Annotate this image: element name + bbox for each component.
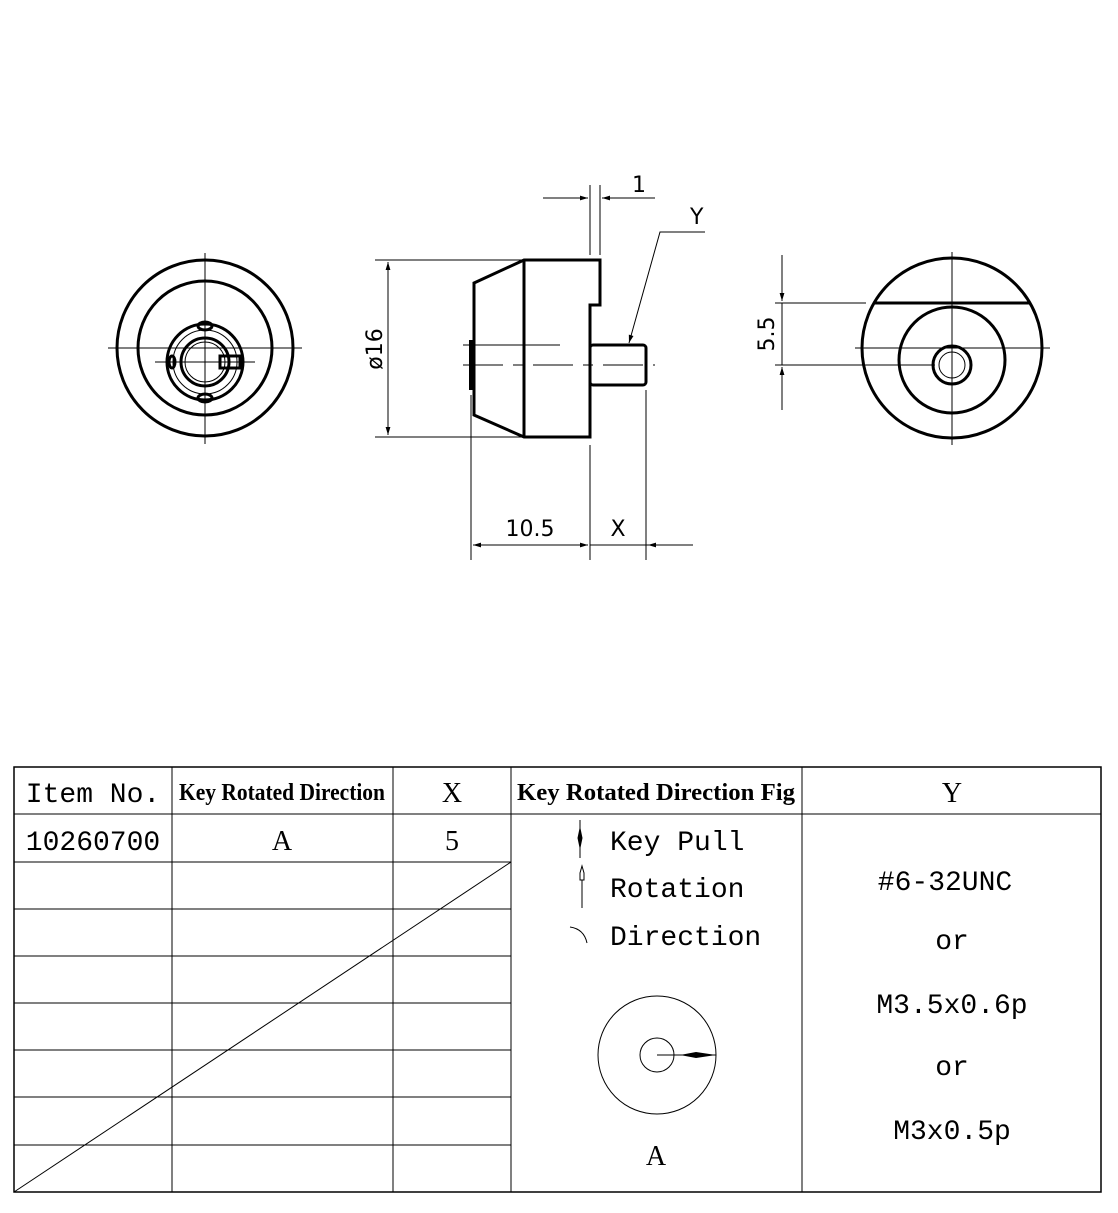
rotation-icon [579,864,585,881]
step-dimension: 1 [632,173,646,198]
front-view [108,253,302,444]
header-key-rotated-direction: Key Rotated Direction [179,780,385,806]
cell-direction: A [272,826,293,857]
diameter-dimension: ø16 [363,328,388,369]
header-x: X [442,778,462,809]
offset-dimension: 5.5 [755,317,780,352]
legend-direction: Direction [610,923,761,954]
cell-item-no: 10260700 [26,828,160,859]
side-view: ø16 1 Y 10.5 X [363,173,705,560]
header-y: Y [942,778,962,809]
length-dimension: 10.5 [506,517,555,542]
thread-label-y: Y [689,205,704,230]
header-key-rotated-direction-fig: Key Rotated Direction Fig [517,780,795,806]
rotation-direction-figure [597,995,717,1115]
cell-x: 5 [445,826,459,857]
spec-table: Item No. Key Rotated Direction X Key Rot… [13,766,1102,1193]
rear-view: 5.5 [755,252,1050,445]
y-value-2: M3.5x0.6p [876,991,1027,1022]
header-item-no: Item No. [26,780,160,811]
y-or-2: or [935,1053,969,1084]
legend-key-pull: Key Pull [610,828,744,859]
legend-rotation: Rotation [610,875,744,906]
y-value-1: #6-32UNC [878,868,1012,899]
direction-arc-icon [569,926,588,944]
key-pull-icon [577,826,583,850]
empty-rows-strike-line [13,861,512,1193]
y-or-1: or [935,927,969,958]
figure-label: A [646,1141,667,1172]
y-value-3: M3x0.5p [893,1117,1011,1148]
shaft-length-dimension: X [610,517,625,542]
